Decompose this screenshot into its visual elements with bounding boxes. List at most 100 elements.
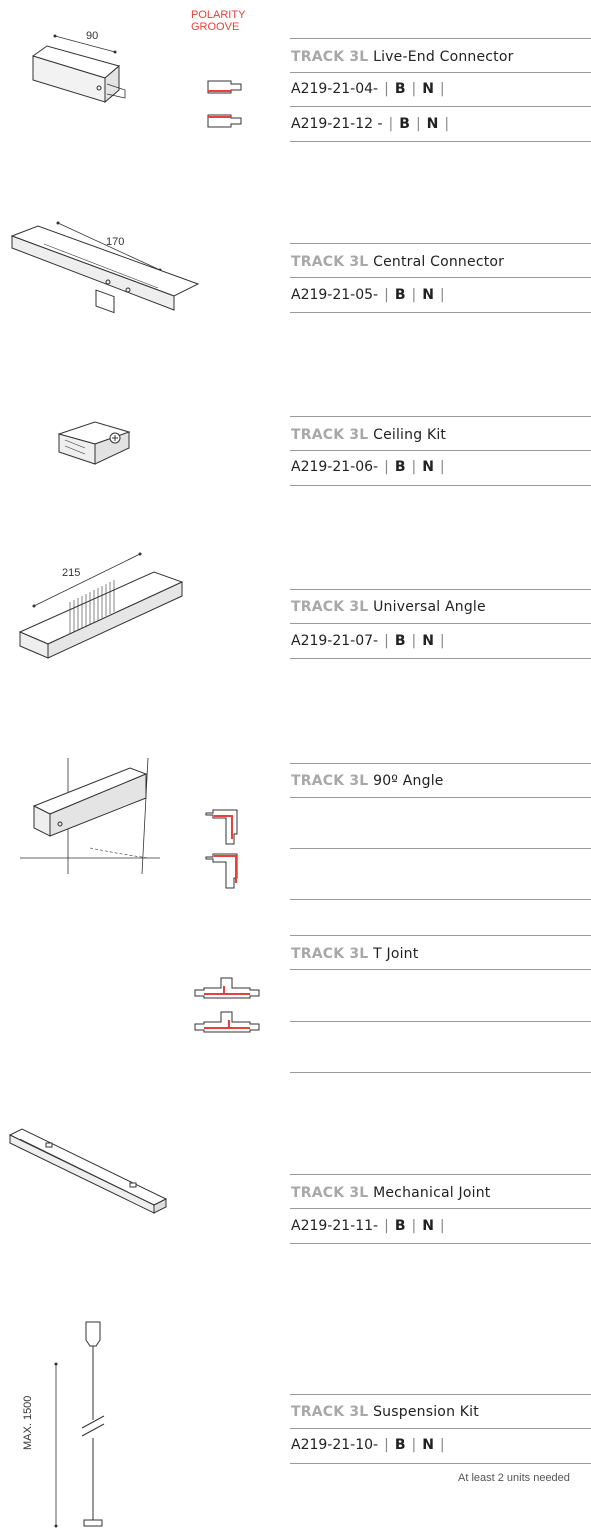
product-title: TRACK 3L Central Connector [291,254,504,270]
rule [290,106,591,107]
ninety-angle-polarity-icon-1 [205,809,238,845]
rule [290,485,591,486]
product-code-row: A219-21-10-|B|N| [291,1437,445,1453]
product-code-row: A219-21-11-|B|N| [291,1218,445,1234]
product-code: A219-21-05- [291,287,379,303]
rule [290,312,591,313]
ninety-angle-polarity-icon-2 [205,853,238,889]
central-connector-drawing [10,221,200,314]
product-title: TRACK 3L T Joint [291,946,418,962]
product-title: TRACK 3L Universal Angle [291,599,486,615]
product-code: A219-21-04- [291,81,379,97]
dimension-universal: 215 [62,567,81,579]
product-code: A219-21-07- [291,633,379,649]
product-brand: TRACK 3L [291,946,369,962]
polarity-groove-icon-1 [207,80,242,94]
rule [290,141,591,142]
rule [290,1428,591,1429]
option-b: B [394,1437,406,1453]
option-n: N [422,459,434,475]
option-n: N [422,287,434,303]
rule [290,72,591,73]
product-brand: TRACK 3L [291,1185,369,1201]
product-name: Universal Angle [373,599,486,615]
dimension-central: 170 [106,236,125,248]
product-code: A219-21-06- [291,459,379,475]
rule [290,899,591,900]
product-brand: TRACK 3L [291,773,369,789]
option-b: B [394,287,406,303]
minimum-units-note: At least 2 units needed [458,1472,570,1484]
rule [290,848,591,849]
product-code-row: A219-21-04-|B|N| [291,81,445,97]
option-n: N [422,633,434,649]
rule [290,1394,591,1395]
rule [290,969,591,970]
product-code-row: A219-21-06-|B|N| [291,459,445,475]
product-name: Suspension Kit [373,1404,479,1420]
product-name: Live-End Connector [373,49,514,65]
mechanical-joint-drawing [8,1128,168,1214]
product-code-row: A219-21-12 -|B|N| [291,116,450,132]
product-code: A219-21-10- [291,1437,379,1453]
dimension-live-end: 90 [86,30,99,42]
rule [290,450,591,451]
product-brand: TRACK 3L [291,254,369,270]
rule [290,1208,591,1209]
product-title: TRACK 3L Mechanical Joint [291,1185,490,1201]
option-b: B [394,633,406,649]
option-b: B [399,116,410,132]
ceiling-kit-drawing [57,421,131,465]
t-joint-polarity-icon-2 [194,1011,260,1033]
product-name: T Joint [373,946,419,962]
ninety-angle-drawing [20,757,160,875]
suspension-kit-drawing [54,1321,105,1528]
live-end-connector-drawing [31,34,126,104]
polarity-label-line1: POLARITY [191,9,246,21]
rule [290,1463,591,1464]
option-b: B [394,459,406,475]
polarity-groove-label: POLARITY GROOVE [191,9,245,33]
rule [290,589,591,590]
product-name: Central Connector [373,254,505,270]
product-title: TRACK 3L Suspension Kit [291,1404,479,1420]
rule [290,416,591,417]
dimension-suspension: MAX. 1500 [22,1395,34,1450]
option-b: B [394,1218,406,1234]
rule [290,1243,591,1244]
product-brand: TRACK 3L [291,427,369,443]
rule [290,277,591,278]
product-brand: TRACK 3L [291,49,369,65]
option-n: N [422,81,434,97]
rule [290,623,591,624]
product-code: A219-21-12 - [291,116,383,132]
product-name: Ceiling Kit [373,427,447,443]
t-joint-polarity-icon-1 [194,977,260,999]
option-n: N [422,1218,434,1234]
product-code-row: A219-21-07-|B|N| [291,633,445,649]
universal-angle-drawing [18,552,184,659]
product-title: TRACK 3L 90º Angle [291,773,444,789]
rule [290,935,591,936]
rule [290,1021,591,1022]
rule [290,797,591,798]
product-code: A219-21-11- [291,1218,379,1234]
product-name: Mechanical Joint [373,1185,491,1201]
rule [290,1072,591,1073]
product-brand: TRACK 3L [291,1404,369,1420]
polarity-groove-icon-2 [207,114,242,128]
rule [290,243,591,244]
option-n: N [426,116,439,132]
product-title: TRACK 3L Live-End Connector [291,49,514,65]
product-brand: TRACK 3L [291,599,369,615]
product-title: TRACK 3L Ceiling Kit [291,427,446,443]
rule [290,658,591,659]
rule [290,763,591,764]
product-code-row: A219-21-05-|B|N| [291,287,445,303]
rule [290,38,591,39]
rule [290,1174,591,1175]
option-n: N [422,1437,434,1453]
product-name: 90º Angle [373,773,444,789]
option-b: B [394,81,406,97]
polarity-label-line2: GROOVE [191,21,240,33]
